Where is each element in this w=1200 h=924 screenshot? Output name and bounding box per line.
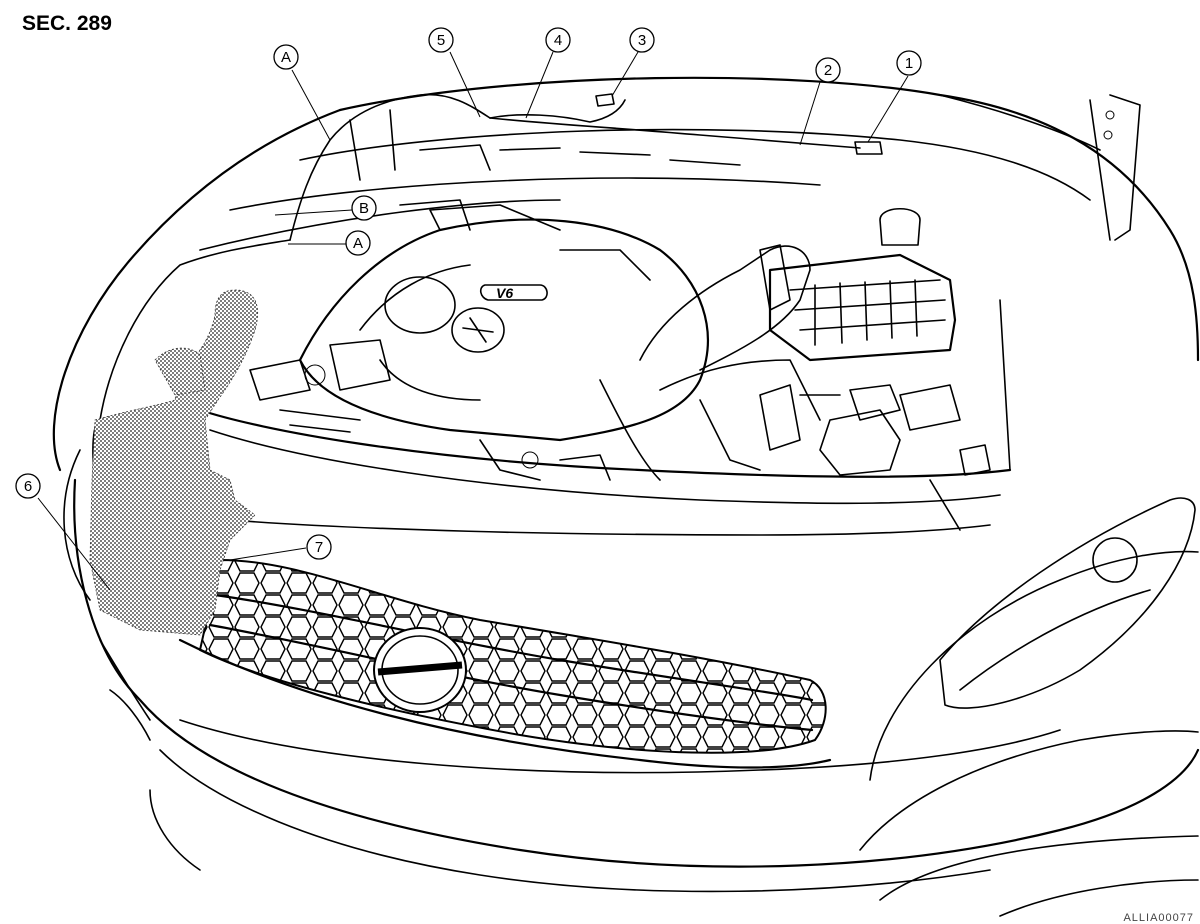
v6-badge-text: V6 <box>496 285 513 301</box>
callout-3: 3 <box>629 27 655 53</box>
air-intake <box>639 244 821 471</box>
section-label: SEC. 289 <box>22 12 112 35</box>
callout-2: 2 <box>815 57 841 83</box>
cowl-panel <box>199 94 1141 251</box>
leader-lines <box>37 51 909 591</box>
connector-3 <box>595 93 615 107</box>
callout-5: 5 <box>428 27 454 53</box>
connector-1 <box>854 141 883 155</box>
engine-details <box>249 144 741 481</box>
svg-text:6: 6 <box>24 478 32 495</box>
v6-badge: V6 <box>479 284 548 301</box>
engine-cover <box>298 204 709 481</box>
grille-emblem <box>373 627 467 713</box>
callout-4: 4 <box>545 27 571 53</box>
svg-text:5: 5 <box>437 32 445 49</box>
callout-a-upper: A <box>273 44 299 70</box>
fuse-box <box>759 384 991 476</box>
shaded-component-6 <box>89 289 259 636</box>
car-body-outline <box>52 76 1200 917</box>
right-headlight <box>939 497 1196 709</box>
air-cleaner <box>768 208 957 362</box>
svg-text:4: 4 <box>554 32 562 49</box>
svg-text:2: 2 <box>824 62 832 79</box>
svg-text:3: 3 <box>638 32 646 49</box>
figure-code: ALLIA00077 <box>1123 912 1194 924</box>
wiring-harness <box>92 93 861 481</box>
callout-b: B <box>351 195 377 221</box>
callout-7: 7 <box>306 534 332 560</box>
front-grille <box>178 558 832 769</box>
callout-a-lower: A <box>345 230 371 256</box>
svg-text:7: 7 <box>315 539 323 556</box>
svg-text:1: 1 <box>905 55 913 72</box>
callout-1: 1 <box>896 50 922 76</box>
svg-text:A: A <box>353 235 363 252</box>
left-lamp <box>99 639 151 741</box>
callout-6: 6 <box>15 473 41 499</box>
svg-text:A: A <box>281 49 291 66</box>
radiator-support <box>198 299 1012 536</box>
svg-text:B: B <box>359 200 369 217</box>
